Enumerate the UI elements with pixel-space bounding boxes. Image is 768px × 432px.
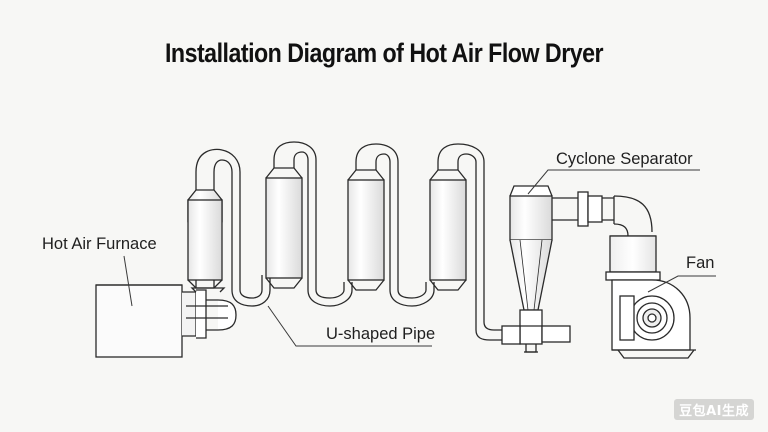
cyclone-separator <box>501 185 614 353</box>
hot-air-furnace <box>95 284 183 358</box>
label-u-shaped-pipe: U-shaped Pipe <box>326 325 435 343</box>
leader-lines <box>123 169 716 347</box>
label-cyclone-separator: Cyclone Separator <box>556 150 693 168</box>
fan <box>605 195 696 359</box>
diagram-title: Installation Diagram of Hot Air Flow Dry… <box>164 38 604 68</box>
watermark: 豆包AI生成 <box>674 399 754 420</box>
furnace-outlet <box>182 287 237 339</box>
label-hot-air-furnace: Hot Air Furnace <box>42 235 157 253</box>
u-shaped-pipe <box>187 141 520 341</box>
label-fan: Fan <box>686 254 714 272</box>
